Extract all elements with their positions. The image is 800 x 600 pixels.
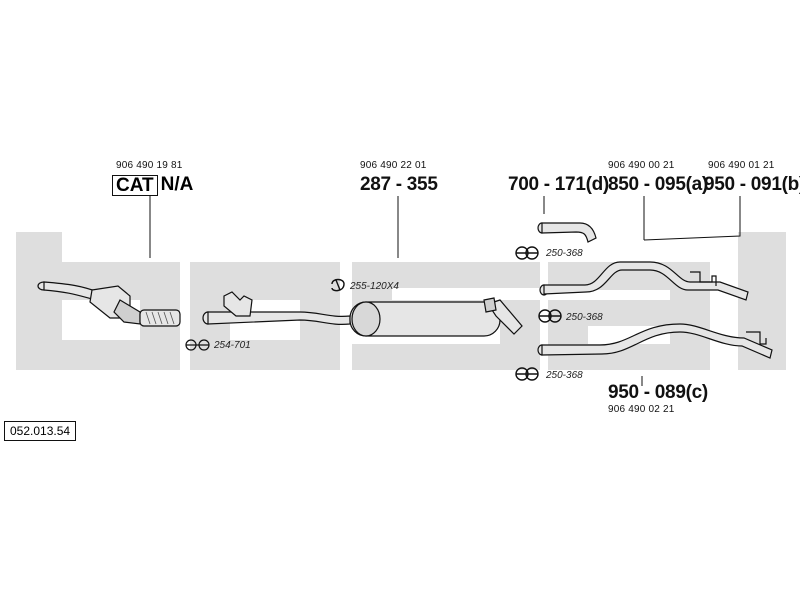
tail-pipe-d-part [537,222,597,243]
diagram-number: 052.013.54 [4,421,77,441]
middle-silencer-part [202,291,523,337]
tail-pipe-c-part [537,323,773,359]
catalytic-converter-part [37,281,181,327]
middle-silencer-part-number: 287 - 355 [360,174,438,195]
clamp-label-2: 250-368 [566,312,603,323]
bolt-kit-icon [331,278,345,292]
gasket-label: 254-701 [214,340,251,351]
tail-pipe-b-part-number: 950 - 091(b) [704,174,800,195]
catalytic-part-label: CAT N/A [112,174,193,196]
leader-lines [149,196,741,386]
cat-tag: CAT [112,174,158,196]
tail-pipe-a-part [539,261,749,301]
tail-pipe-a-oem-number: 906 490 00 21 [608,160,675,171]
tail-pipe-c-part-number: 950 - 089(c) [608,382,708,403]
bolt-kit-label: 255-120X4 [350,281,399,292]
clamp-label-1: 250-368 [546,248,583,259]
catalytic-oem-number: 906 490 19 81 [116,160,183,171]
tail-pipe-c-oem-number: 906 490 02 21 [608,404,675,415]
tail-pipe-b-oem-number: 906 490 01 21 [708,160,775,171]
clamp-label-3: 250-368 [546,370,583,381]
clamp-icon [515,367,539,381]
catalytic-part-number: N/A [160,174,194,195]
clamp-icon [515,246,539,260]
clamp-icon [538,309,562,323]
middle-silencer-oem-number: 906 490 22 01 [360,160,427,171]
tail-pipe-d-part-number: 700 - 171(d) [508,174,609,195]
tail-pipe-a-part-number: 850 - 095(a) [608,174,708,195]
gasket-icon [185,339,210,351]
watermark-logo [16,232,786,370]
